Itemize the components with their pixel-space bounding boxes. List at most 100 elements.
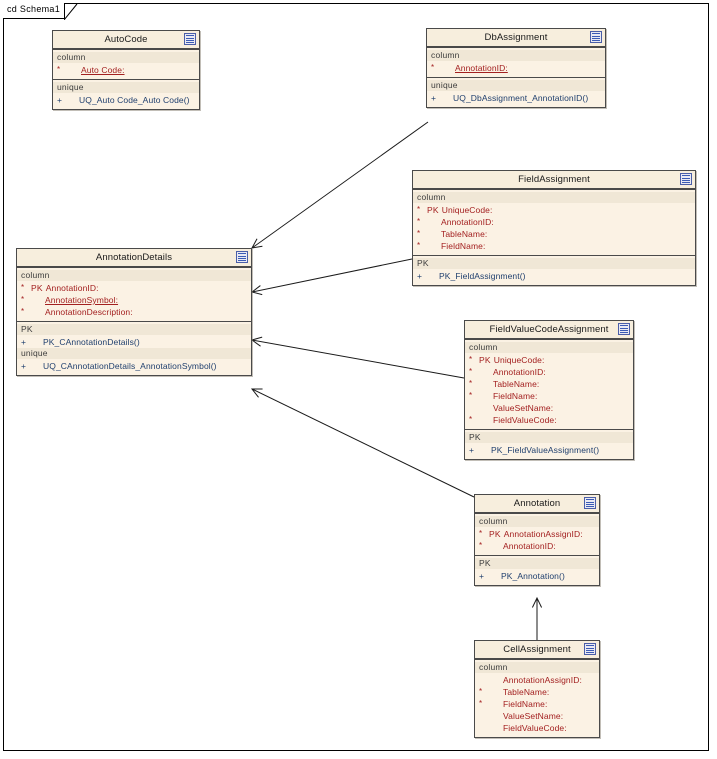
section-column: column * Auto Code:	[53, 49, 199, 79]
class-attribute: * AnnotationID:	[413, 216, 695, 228]
section-label: column	[413, 192, 695, 203]
class-box-dbassignment[interactable]: DbAssignment column * AnnotationID: uniq…	[426, 28, 606, 108]
table-icon	[236, 251, 248, 263]
section-label: unique	[53, 82, 199, 93]
operation-name: PK_FieldValueAssignment()	[491, 445, 600, 455]
class-attribute: * AnnotationSymbol:	[17, 294, 251, 306]
class-box-annotation[interactable]: Annotation column * PK AnnotationAssignI…	[474, 494, 600, 586]
class-box-fieldassignment[interactable]: FieldAssignment column * PK UniqueCode: …	[412, 170, 696, 286]
class-title: Annotation	[513, 498, 561, 509]
attribute-name: AnnotationSymbol:	[45, 295, 119, 305]
class-operation: + UQ_Auto Code_Auto Code()	[53, 94, 199, 106]
class-box-fieldvaluecodeassignment[interactable]: FieldValueCodeAssignment column * PK Uni…	[464, 320, 634, 460]
pk-marker: PK	[489, 529, 501, 539]
required-marker: *	[431, 63, 435, 72]
class-attribute: * PK AnnotationID:	[17, 282, 251, 294]
class-attribute: * FieldValueCode:	[465, 414, 633, 426]
class-title: DbAssignment	[484, 32, 548, 43]
attribute-name: TableName:	[493, 379, 540, 389]
required-marker: *	[21, 307, 25, 316]
attribute-name: AnnotationDescription:	[45, 307, 133, 317]
pk-marker: PK	[31, 283, 43, 293]
visibility-marker: +	[469, 445, 474, 455]
attribute-name: UniqueCode:	[493, 355, 545, 365]
required-marker: *	[479, 529, 483, 538]
table-icon	[584, 643, 596, 655]
attribute-name: Auto Code:	[81, 65, 125, 75]
class-box-annotationdetails[interactable]: AnnotationDetails column * PK Annotation…	[16, 248, 252, 376]
required-marker: *	[479, 699, 483, 708]
class-operation: + PK_Annotation()	[475, 570, 599, 582]
class-attribute: * PK AnnotationAssignID:	[475, 528, 599, 540]
class-header-fieldvaluecodeassignment: FieldValueCodeAssignment	[465, 321, 633, 339]
attribute-name: AnnotationID:	[45, 283, 99, 293]
attribute-name: FieldValueCode:	[493, 415, 557, 425]
class-title: FieldAssignment	[518, 174, 590, 185]
class-attribute: * AnnotationID:	[465, 366, 633, 378]
section-label: PK	[475, 558, 599, 569]
required-marker: *	[469, 415, 473, 424]
table-icon	[184, 33, 196, 45]
attribute-name: TableName:	[503, 687, 550, 697]
class-attribute: * FieldName:	[465, 390, 633, 402]
required-marker: *	[469, 379, 473, 388]
pk-marker: PK	[427, 205, 439, 215]
section-pk: PK + PK_FieldAssignment()	[413, 255, 695, 285]
class-attribute: * PK UniqueCode:	[413, 204, 695, 216]
required-marker: *	[469, 391, 473, 400]
section-label: unique	[427, 80, 605, 91]
section-column: column AnnotationAssignID: * TableName: …	[475, 659, 599, 737]
required-marker: *	[417, 241, 421, 250]
attribute-name: AnnotationAssignID:	[503, 529, 583, 539]
attribute-name: AnnotationID:	[493, 367, 546, 377]
section-label: PK	[465, 432, 633, 443]
attribute-name: AnnotationID:	[455, 63, 508, 73]
section-label: PK	[413, 258, 695, 269]
class-attribute: * AnnotationID:	[475, 540, 599, 552]
required-marker: *	[417, 205, 421, 214]
attribute-name: ValueSetName:	[503, 711, 564, 721]
section-label: column	[17, 270, 251, 281]
required-marker: *	[21, 283, 25, 292]
class-attribute: ValueSetName:	[465, 402, 633, 414]
section-label: unique	[17, 348, 251, 359]
operation-name: PK_CAnnotationDetails()	[43, 337, 140, 347]
table-icon	[618, 323, 630, 335]
class-box-autocode[interactable]: AutoCode column * Auto Code: unique + UQ…	[52, 30, 200, 110]
class-attribute: * AnnotationID:	[427, 62, 605, 74]
class-attribute: * AnnotationDescription:	[17, 306, 251, 318]
operation-name: UQ_DbAssignment_AnnotationID()	[453, 93, 589, 103]
class-header-autocode: AutoCode	[53, 31, 199, 49]
required-marker: *	[57, 65, 61, 74]
class-attribute: * TableName:	[475, 686, 599, 698]
class-title: FieldValueCodeAssignment	[489, 324, 609, 335]
attribute-name: UniqueCode:	[441, 205, 493, 215]
class-attribute: * TableName:	[465, 378, 633, 390]
class-box-cellassignment[interactable]: CellAssignment column AnnotationAssignID…	[474, 640, 600, 738]
section-unique: unique + UQ_Auto Code_Auto Code()	[53, 79, 199, 109]
table-icon	[680, 173, 692, 185]
class-attribute: AnnotationAssignID:	[475, 674, 599, 686]
section-label: column	[53, 52, 199, 63]
class-attribute: * FieldName:	[413, 240, 695, 252]
section-column: column * PK UniqueCode: * AnnotationID: …	[465, 339, 633, 429]
operation-name: UQ_Auto Code_Auto Code()	[79, 95, 190, 105]
diagram-frame-label: cd Schema1	[7, 4, 61, 14]
required-marker: *	[469, 355, 473, 364]
section-label: column	[475, 662, 599, 673]
operation-name: PK_Annotation()	[501, 571, 565, 581]
visibility-marker: +	[417, 271, 422, 281]
section-label: PK	[17, 324, 251, 335]
class-header-fieldassignment: FieldAssignment	[413, 171, 695, 189]
section-label: column	[475, 516, 599, 527]
class-header-cellassignment: CellAssignment	[475, 641, 599, 659]
class-operation: + PK_FieldAssignment()	[413, 270, 695, 282]
class-operation: + UQ_CAnnotationDetails_AnnotationSymbol…	[17, 360, 251, 372]
pk-marker: PK	[479, 355, 491, 365]
visibility-marker: +	[479, 571, 484, 581]
visibility-marker: +	[21, 337, 26, 347]
attribute-name: ValueSetName:	[493, 403, 554, 413]
class-title: AnnotationDetails	[95, 252, 173, 263]
class-title: CellAssignment	[503, 644, 571, 655]
